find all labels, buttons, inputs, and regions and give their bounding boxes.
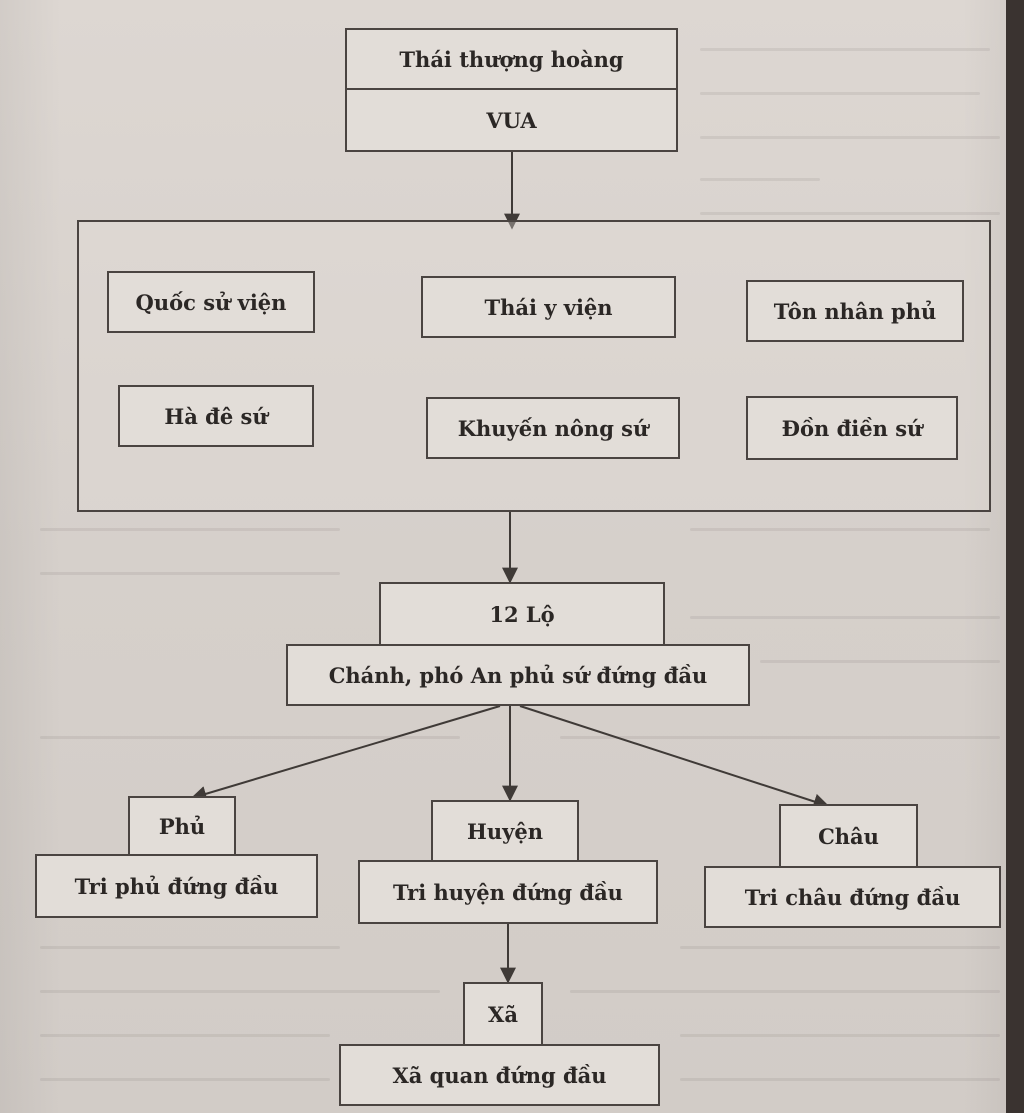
node-tri-chau: Tri châu đứng đầu [704, 866, 1001, 928]
node-ton-nhan-phu: Tôn nhân phủ [746, 280, 964, 342]
central-offices-group [77, 220, 991, 512]
node-chau: Châu [779, 804, 918, 868]
node-12-lo: 12 Lộ [379, 582, 665, 646]
node-don-dien-su: Đồn điền sứ [746, 396, 958, 460]
node-tri-huyen: Tri huyện đứng đầu [358, 860, 658, 924]
arrow-lo-to-phu [190, 705, 501, 802]
node-an-phu-su: Chánh, phó An phủ sứ đứng đầu [286, 644, 750, 706]
node-phu: Phủ [128, 796, 236, 856]
node-quoc-su-vien: Quốc sử viện [107, 271, 315, 333]
node-xa: Xã [463, 982, 543, 1046]
node-tri-phu: Tri phủ đứng đầu [35, 854, 318, 918]
node-huyen: Huyện [431, 800, 579, 862]
page-edge [1006, 0, 1024, 1113]
node-thai-thuong-hoang: Thái thượng hoàng [345, 28, 678, 90]
node-thai-y-vien: Thái y viện [421, 276, 676, 338]
node-khuyen-nong-su: Khuyến nông sứ [426, 397, 680, 459]
arrow-lo-to-chau [519, 705, 830, 810]
node-ha-de-su: Hà đê sứ [118, 385, 314, 447]
node-xa-quan: Xã quan đứng đầu [339, 1044, 660, 1106]
node-vua: VUA [345, 88, 678, 152]
